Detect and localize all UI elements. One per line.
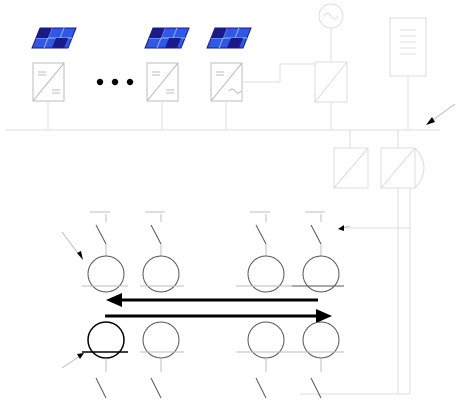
storage-pointer-arrow [338,225,351,231]
grid-converter [314,61,348,103]
storage-circle [142,255,180,293]
flow-arrow-right [105,309,332,323]
dc-dc-converter-2 [146,62,179,102]
ellipsis [96,78,134,86]
storage-circle [302,321,340,359]
control-cabinet [389,17,427,77]
converter-wiring [300,188,411,395]
storage-circle [142,321,180,359]
bottom-left-pointer [61,353,84,369]
pv-panel-2 [144,27,190,49]
storage-circle [87,255,125,293]
switches-top [90,211,325,256]
bus-pointer-arrow [426,103,456,125]
dc-dc-converter-1 [32,62,65,102]
dc-ac-inverter [210,62,243,102]
flow-arrow-left [106,293,318,307]
storage-circles-top [82,255,344,293]
top-left-pointer [61,231,83,260]
grid-source [318,3,344,62]
storage-circle [247,255,285,293]
dc-bus-wiring [5,63,440,148]
storage-circles-bottom [82,321,344,359]
dual-converter-2 [380,147,425,189]
pv-panel-1 [31,27,77,49]
storage-circle [302,255,340,293]
storage-circle [247,321,285,359]
switches-bottom [95,358,322,399]
dual-converter-1 [333,147,369,189]
pv-panel-3 [206,27,252,49]
